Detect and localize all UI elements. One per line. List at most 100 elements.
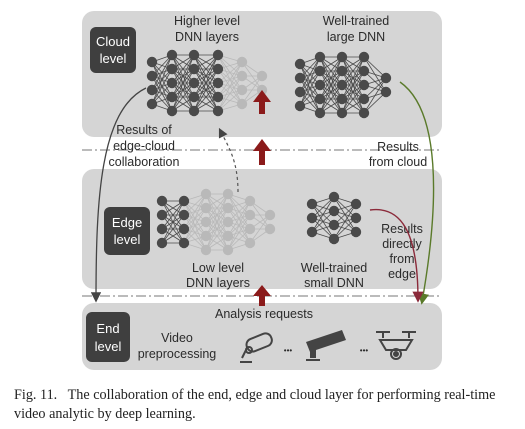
low-dnn-connection xyxy=(183,193,207,244)
low-dnn-connection xyxy=(183,207,207,244)
large-dnn-node xyxy=(336,65,348,77)
large-dnn-connection xyxy=(299,56,321,93)
video-preprocessing-line2: preprocessing xyxy=(138,347,217,361)
cloud-result-arrow xyxy=(399,81,435,305)
large-dnn-node xyxy=(336,51,348,63)
higher-dnn-connection xyxy=(151,54,173,91)
large-dnn-connection xyxy=(341,56,365,114)
higher-dnn-node xyxy=(146,56,158,68)
higher-dnn-node xyxy=(212,91,224,103)
large-dnn-node xyxy=(380,72,392,84)
higher-dnn-node xyxy=(188,105,200,117)
large-dnn-node xyxy=(336,79,348,91)
large-dnn-node xyxy=(314,51,326,63)
end-level-box xyxy=(86,312,130,362)
small-dnn-node xyxy=(306,198,318,210)
collab-label-line2: edge-cloud xyxy=(113,139,175,153)
low-dnn-connection xyxy=(205,193,229,223)
higher-dnn-connection xyxy=(193,68,219,112)
from-edge-label-line3: from xyxy=(390,252,415,266)
low-dnn-node xyxy=(222,230,234,242)
small-dnn-node xyxy=(328,191,340,203)
collab-result-arrow xyxy=(90,87,147,303)
higher-dnn-node xyxy=(212,105,224,117)
caption-text: The collaboration of the end, edge and c… xyxy=(14,387,496,422)
large-dnn-node xyxy=(358,79,370,91)
low-dnn-node xyxy=(178,195,190,207)
low-dnn-connection xyxy=(161,214,185,244)
higher-dnn-connection xyxy=(217,61,243,112)
up-arrow-end-to-edge xyxy=(253,285,271,306)
higher-dnn-connection xyxy=(151,54,173,105)
cloud-level-box xyxy=(90,27,136,73)
low-dnn-connection xyxy=(205,193,229,237)
analysis-requests-label: Analysis requests xyxy=(215,307,313,321)
up-arrow-cloud-internal xyxy=(253,90,271,114)
small-dnn-node xyxy=(328,233,340,245)
low-dnn-connection xyxy=(161,200,185,244)
low-dnn-node xyxy=(264,209,276,221)
from-cloud-label-line1: Results xyxy=(377,140,419,154)
ellipsis-1: ••• xyxy=(284,346,293,355)
cloud-level-label-line1: Cloud xyxy=(96,34,130,49)
higher-dnn-connection xyxy=(241,75,263,105)
large-dnn-node xyxy=(380,86,392,98)
low-dnn-label-line2: DNN layers xyxy=(186,276,250,290)
higher-dnn-connection xyxy=(193,54,219,84)
from-edge-label-line4: edge xyxy=(388,267,416,281)
large-dnn-node xyxy=(336,107,348,119)
large-dnn-connection xyxy=(319,70,343,114)
low-dnn-node xyxy=(178,223,190,235)
small-dnn-connection xyxy=(333,203,357,240)
higher-level-dnn xyxy=(146,49,268,117)
higher-dnn-node xyxy=(146,84,158,96)
small-dnn-node xyxy=(350,212,362,224)
large-dnn-connection xyxy=(319,84,343,114)
low-dnn-connection xyxy=(227,200,251,237)
low-dnn-node xyxy=(156,209,168,221)
higher-dnn-connection xyxy=(217,89,243,112)
higher-dnn-connection xyxy=(171,82,195,112)
low-dnn-node xyxy=(222,244,234,256)
small-dnn-label-line2: small DNN xyxy=(304,276,364,290)
higher-dnn-node xyxy=(188,63,200,75)
higher-dnn-node xyxy=(188,49,200,61)
higher-dnn-node xyxy=(188,91,200,103)
up-arrow-edge-to-cloud xyxy=(253,139,271,165)
large-dnn-node xyxy=(294,72,306,84)
higher-dnn-node xyxy=(236,56,248,68)
dome-camera-icon xyxy=(240,332,273,363)
higher-dnn-label-line2: DNN layers xyxy=(175,30,239,44)
higher-dnn-node xyxy=(236,98,248,110)
caption-prefix: Fig. 11. xyxy=(14,387,58,403)
end-level-label-line1: End xyxy=(96,321,119,336)
edge-level-label-line1: Edge xyxy=(112,215,142,230)
small-dnn xyxy=(306,191,362,245)
small-dnn-node xyxy=(350,198,362,210)
higher-dnn-connection xyxy=(217,61,243,84)
small-dnn-node xyxy=(306,212,318,224)
higher-dnn-connection xyxy=(171,54,195,84)
figure-caption: Fig. 11. The collaboration of the end, e… xyxy=(14,386,514,424)
large-dnn-connection xyxy=(319,56,343,114)
higher-dnn-node xyxy=(212,63,224,75)
large-dnn-node xyxy=(294,86,306,98)
large-dnn-node xyxy=(314,107,326,119)
large-dnn-connection xyxy=(319,56,343,100)
large-dnn-node xyxy=(358,51,370,63)
large-dnn-connection xyxy=(341,56,365,100)
low-dnn-node xyxy=(200,216,212,228)
large-dnn-node xyxy=(294,100,306,112)
low-dnn-connection xyxy=(205,221,229,251)
higher-dnn-node xyxy=(236,84,248,96)
edge-level-label-line2: level xyxy=(114,232,141,247)
low-dnn-node xyxy=(156,223,168,235)
higher-dnn-connection xyxy=(193,54,219,98)
small-dnn-node xyxy=(328,219,340,231)
higher-dnn-connection xyxy=(151,68,173,105)
low-dnn-label-line1: Low level xyxy=(192,261,244,275)
higher-dnn-connection xyxy=(217,75,243,112)
large-dnn-label-line2: large DNN xyxy=(327,30,385,44)
higher-dnn-node xyxy=(166,91,178,103)
